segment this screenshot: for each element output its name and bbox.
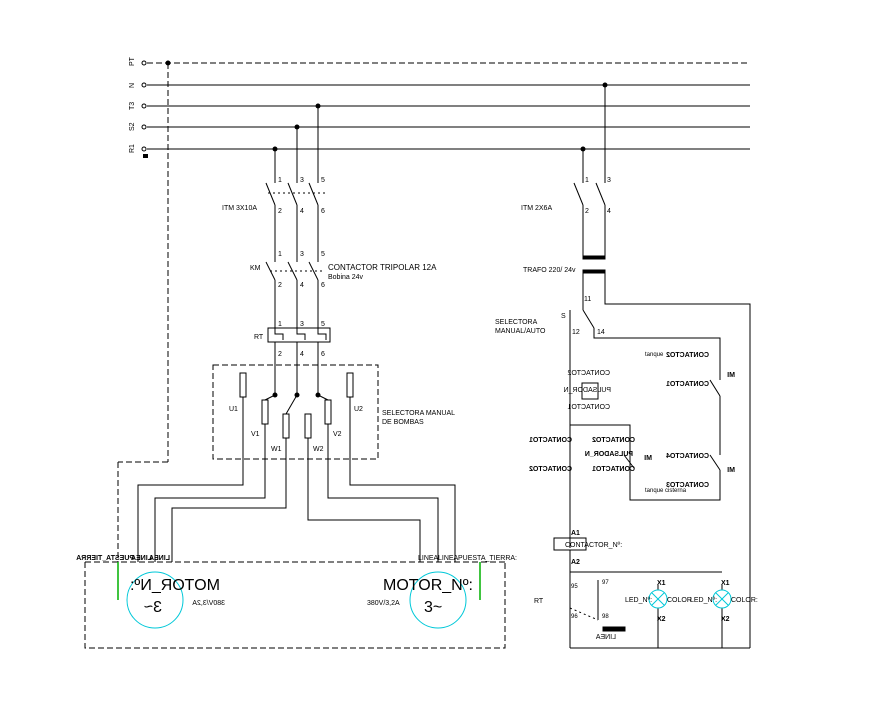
- motor-1-rating: 380V/3,2A: [192, 600, 225, 607]
- trafo-label: TRAFO 220/ 24v: [523, 267, 576, 274]
- led-label-1: LED_Nº:: [625, 597, 652, 604]
- contacto-l1: CONTACTO1: [529, 437, 572, 444]
- motor-2-conn-linea: LINEA: [418, 555, 439, 562]
- pin-6-rt: 6: [321, 351, 325, 358]
- contactor-coil-label: CONTACTOR_Nº:: [565, 542, 622, 549]
- ctrl-pin-2: 2: [585, 208, 589, 215]
- bus-label-pt: PT: [129, 56, 136, 66]
- motor-2-title: MOTOR_Nº:: [383, 577, 473, 594]
- terminal-w2: W2: [313, 446, 324, 453]
- contacto-r4: CONTACTO3: [666, 482, 709, 489]
- bus-label-t3: T3: [129, 102, 136, 110]
- terminal-v1: V1: [251, 431, 260, 438]
- motor-1-conn-linea: LINEA: [149, 555, 170, 562]
- contacto2-label: CONTACTO2: [567, 370, 610, 377]
- pin-5-km: 5: [321, 251, 325, 258]
- itm-power-label: ITM 3X10A: [222, 205, 257, 212]
- tanque-cisterna-label: tanque cisterna: [645, 488, 687, 494]
- bus-label-s2: S2: [129, 122, 136, 131]
- tanque-label: tanque: [645, 352, 664, 358]
- pulsador-label: PULSADOR_N: [564, 387, 611, 394]
- x2-led1: X2: [657, 616, 666, 623]
- pin-1-km: 1: [278, 251, 282, 258]
- pin-1-itm: 1: [278, 177, 282, 184]
- bobina-label: Bobina 24v: [328, 274, 364, 281]
- led-label-2: LED_Nº:: [690, 597, 717, 604]
- rt-pin-98: 98: [602, 614, 609, 620]
- x2-led2: X2: [721, 616, 730, 623]
- ctrl-pin-1: 1: [585, 177, 589, 184]
- terminal-u1: U1: [229, 406, 238, 413]
- contacto-r2: CONTACTO1: [666, 381, 709, 388]
- ctrl-pin-3: 3: [607, 177, 611, 184]
- selector-s-label: S: [561, 313, 566, 320]
- ctrl-pin-4: 4: [607, 208, 611, 215]
- mi-label-3: MI: [644, 455, 652, 462]
- motor-1-conn-tierra: PUESTA_TIERRA: [76, 555, 134, 562]
- contactor-label: CONTACTOR TRIPOLAR 12A: [328, 263, 437, 272]
- motor-1-title: MOTOR_Nº:: [130, 577, 220, 594]
- pulsador-m-label: PULSADOR_N: [585, 451, 633, 458]
- linea-mirrored: LINEA: [595, 634, 616, 641]
- motor-2-conn-linea2: LINEA: [438, 555, 459, 562]
- contacto-m1: CONTACTO2: [592, 437, 635, 444]
- motor-2-rating: 380V/3,2A: [367, 600, 400, 607]
- selectora-control-label: SELECTORA: [495, 319, 538, 326]
- motor-1-phase: 3~: [144, 599, 162, 616]
- color-label-2: COLOR:: [731, 597, 758, 604]
- motor-2-conn-tierra: PUESTA_TIERRA:: [458, 555, 517, 562]
- contacto-l2: CONTACTO2: [529, 466, 572, 473]
- itm-control-label: ITM 2X6A: [521, 205, 552, 212]
- manual-auto-label: MANUAL/AUTO: [495, 328, 546, 335]
- terminal-w1: W1: [271, 446, 282, 453]
- rt-pin-95: 95: [571, 584, 578, 590]
- contacto1-label: CONTACTO1: [567, 404, 610, 411]
- motor-1-conn-linea2: LINEA: [131, 555, 152, 562]
- pin-2-km: 2: [278, 282, 282, 289]
- pin-3-rt: 3: [300, 321, 304, 328]
- pin-6-km: 6: [321, 282, 325, 289]
- bombas-label: DE BOMBAS: [382, 419, 424, 426]
- pin-3-itm: 3: [300, 177, 304, 184]
- rt-pin-97: 97: [602, 580, 609, 586]
- pin-5-rt: 5: [321, 321, 325, 328]
- terminal-v2: V2: [333, 431, 342, 438]
- terminal-u2: U2: [354, 406, 363, 413]
- pin-6-itm: 6: [321, 208, 325, 215]
- contacto-r3: CONTACTO4: [666, 453, 709, 460]
- mi-label-2: MI: [727, 467, 735, 474]
- pin-1-rt: 1: [278, 321, 282, 328]
- pin-4-itm: 4: [300, 208, 304, 215]
- bus-label-r1: R1: [129, 144, 136, 153]
- pin-3-km: 3: [300, 251, 304, 258]
- selectora-label: SELECTORA MANUAL: [382, 410, 455, 417]
- mi-label-1: MI: [727, 372, 735, 379]
- contacto-m2: CONTACTO1: [592, 466, 635, 473]
- ctrl-pin-12: 12: [572, 329, 580, 336]
- color-label-1: COLOR: [667, 597, 692, 604]
- pin-4-km: 4: [300, 282, 304, 289]
- bus-label-n: N: [129, 83, 136, 88]
- pin-2-itm: 2: [278, 208, 282, 215]
- motor-1-mirrored: MOTOR_Nº: 3~ 380V/3,2A LINEA LINEA PUEST…: [76, 555, 225, 616]
- linea-control-label: LINEA: [595, 634, 616, 641]
- a1-label: A1: [571, 530, 580, 537]
- rt-pin-96: 96: [571, 614, 578, 620]
- pin-2-rt: 2: [278, 351, 282, 358]
- ctrl-pin-14: 14: [597, 329, 605, 336]
- pin-4-rt: 4: [300, 351, 304, 358]
- pin-5-itm: 5: [321, 177, 325, 184]
- control-mirrored-labels: CONTACTO2 CONTACTO1 PULSADOR_N CONTACTO2…: [529, 352, 735, 489]
- rt-power-label: RT: [254, 334, 264, 341]
- rt-control-label: RT: [534, 598, 544, 605]
- x1-led1: X1: [657, 580, 666, 587]
- motor-2-phase: 3~: [424, 599, 442, 616]
- km-label: KM: [250, 265, 261, 272]
- ctrl-pin-11: 11: [584, 296, 591, 303]
- x1-led2: X1: [721, 580, 730, 587]
- contacto-r1: CONTACTO2: [666, 352, 709, 359]
- a2-label: A2: [571, 559, 580, 566]
